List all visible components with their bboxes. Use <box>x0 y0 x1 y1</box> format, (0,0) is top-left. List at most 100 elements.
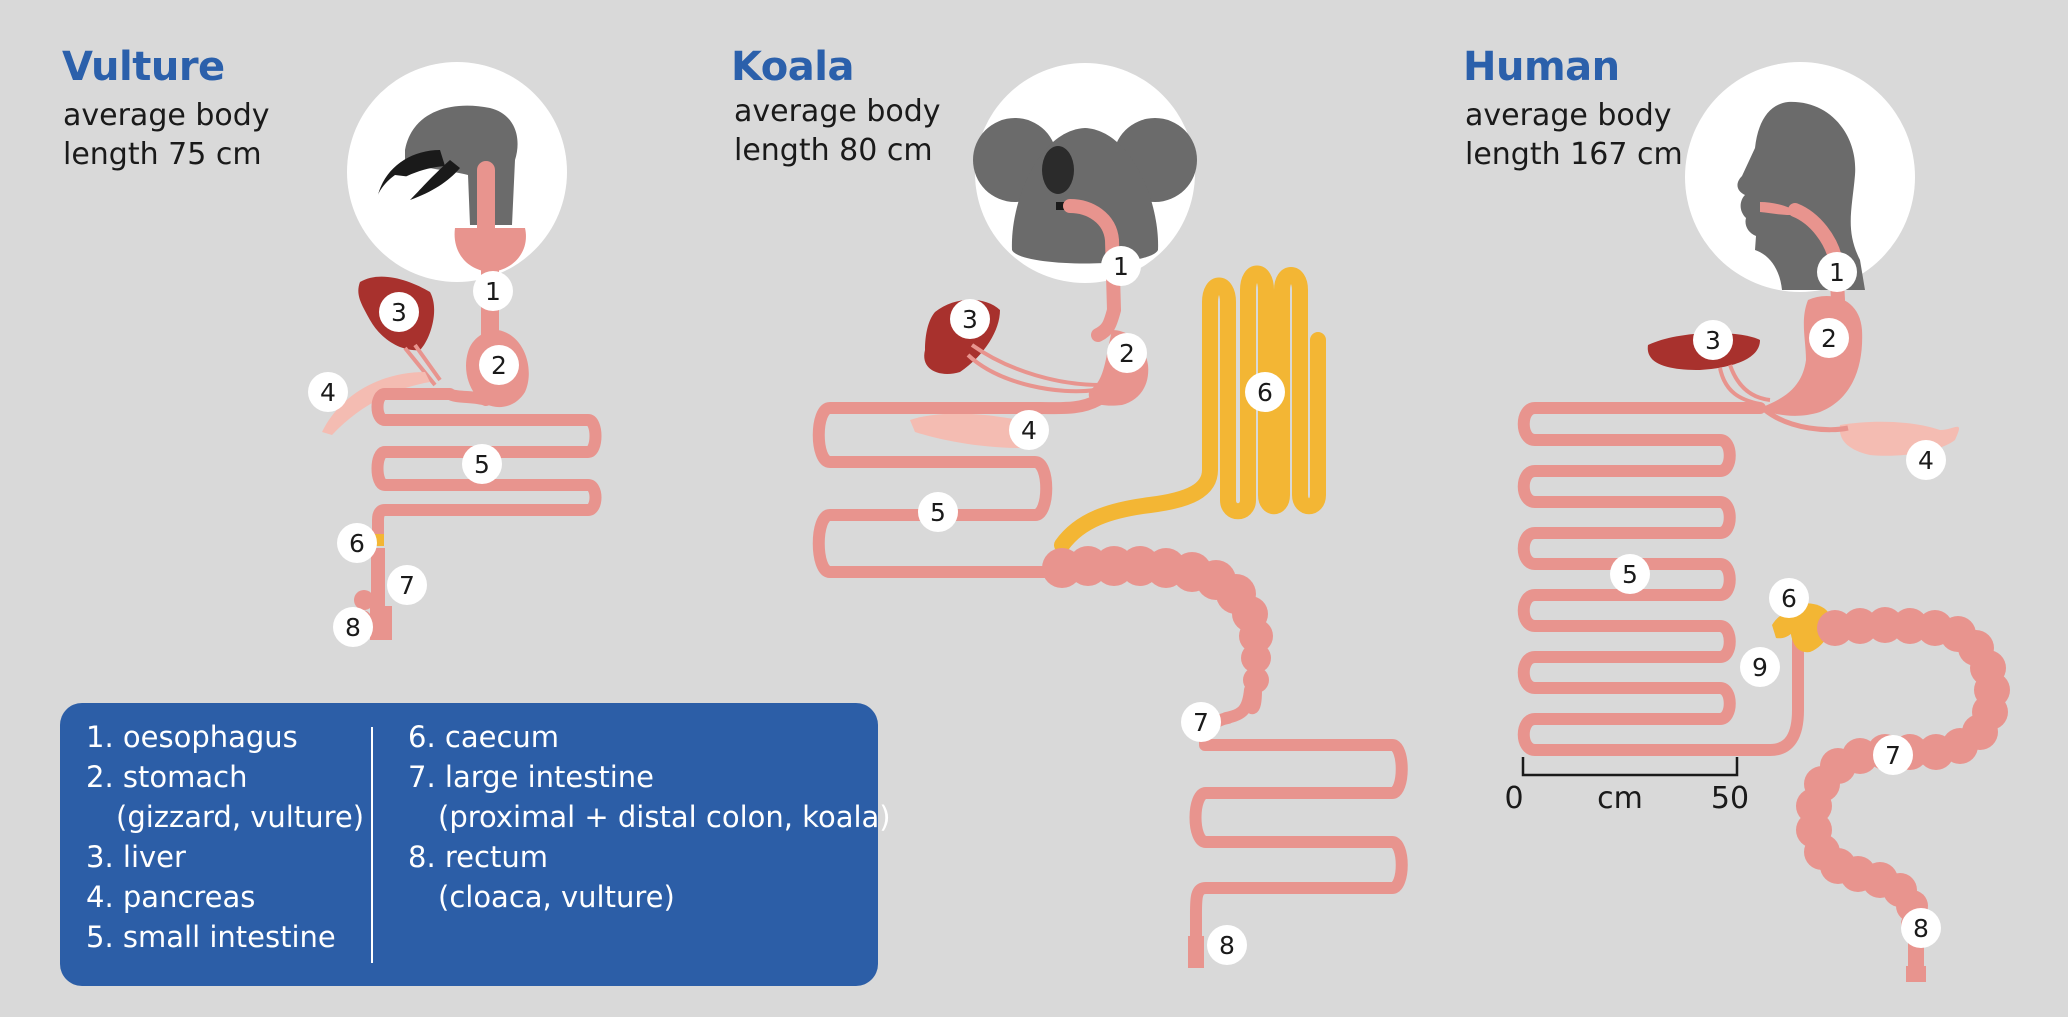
vulture-marker-8: 8 <box>333 607 373 647</box>
marker-label: 1 <box>1829 258 1845 287</box>
legend-divider <box>371 727 373 963</box>
vulture-diagram <box>322 62 602 640</box>
marker-circle <box>1181 702 1221 742</box>
koala-marker-6: 6 <box>1245 372 1285 412</box>
koala-large-intestine <box>1042 546 1273 693</box>
vulture-marker-5: 5 <box>462 444 502 484</box>
marker-circle <box>462 444 502 484</box>
legend-item: 3. liver <box>86 840 186 874</box>
marker-label: 3 <box>1705 326 1721 355</box>
scale-bar: 0 cm 50 <box>1504 757 1749 816</box>
human-caecum <box>1789 603 1831 653</box>
legend-item: 7. large intestine <box>408 760 655 794</box>
marker-circle <box>1769 578 1809 618</box>
marker-circle <box>1740 647 1780 687</box>
marker-label: 4 <box>320 378 336 407</box>
vulture-cloaca <box>370 606 392 640</box>
marker-circle <box>950 299 990 339</box>
vulture-marker-6: 6 <box>337 523 377 563</box>
koala-subtitle: average body length 80 cm <box>734 92 941 170</box>
human-subtitle-line2: length 167 cm <box>1465 137 1683 172</box>
marker-circle <box>337 523 377 563</box>
legend-item: 6. caecum <box>408 720 560 754</box>
human-marker-3: 3 <box>1693 320 1733 360</box>
koala-distal-colon <box>1189 712 1408 946</box>
legend-item: 5. small intestine <box>86 920 336 954</box>
vulture-crop <box>454 228 526 272</box>
human-stomach <box>1760 295 1863 416</box>
koala-oesophagus <box>1063 199 1122 342</box>
human-title: Human <box>1463 44 1620 90</box>
marker-label: 7 <box>399 571 415 600</box>
marker-label: 3 <box>962 305 978 334</box>
koala-pancreas <box>910 413 1044 448</box>
human-marker-9: 9 <box>1740 647 1780 687</box>
marker-label: 9 <box>1752 653 1768 682</box>
vulture-small-intestine <box>371 388 602 544</box>
marker-circle <box>308 372 348 412</box>
vulture-subtitle: average body length 75 cm <box>63 96 270 174</box>
marker-label: 8 <box>1219 931 1235 960</box>
koala-subtitle-line2: length 80 cm <box>734 133 933 168</box>
vulture-subtitle-line2: length 75 cm <box>63 137 262 172</box>
marker-label: 1 <box>1113 252 1129 281</box>
marker-circle <box>1901 908 1941 948</box>
marker-circle <box>1245 372 1285 412</box>
marker-circle <box>379 292 419 332</box>
marker-circle <box>1009 410 1049 450</box>
marker-label: 7 <box>1885 741 1901 770</box>
marker-label: 4 <box>1021 416 1037 445</box>
marker-circle <box>1809 318 1849 358</box>
vulture-marker-3: 3 <box>379 292 419 332</box>
legend-item: 2. stomach <box>86 760 248 794</box>
koala-marker-4: 4 <box>1009 410 1049 450</box>
marker-label: 3 <box>391 298 407 327</box>
marker-label: 7 <box>1193 708 1209 737</box>
marker-label: 5 <box>1622 560 1638 589</box>
marker-label: 2 <box>1119 339 1135 368</box>
koala-bile-duct <box>966 343 1101 394</box>
scale-bar-end: 50 <box>1711 781 1749 816</box>
koala-diagram <box>812 63 1408 968</box>
marker-label: 2 <box>491 351 507 380</box>
human-marker-8: 8 <box>1901 908 1941 948</box>
koala-marker-7: 7 <box>1181 702 1221 742</box>
human-bile-duct <box>1718 364 1771 406</box>
koala-marker-2: 2 <box>1107 333 1147 373</box>
human-marker-1: 1 <box>1817 252 1857 292</box>
marker-label: 5 <box>930 498 946 527</box>
marker-label: 2 <box>1821 324 1837 353</box>
vulture-bile-duct <box>403 343 442 387</box>
human-marker-4: 4 <box>1906 440 1946 480</box>
human-marker-7: 7 <box>1873 735 1913 775</box>
scale-bar-start: 0 <box>1504 781 1523 816</box>
marker-label: 6 <box>1781 584 1797 613</box>
legend-item: 4. pancreas <box>86 880 256 914</box>
marker-label: 4 <box>1918 446 1934 475</box>
legend-item: 1. oesophagus <box>86 720 298 754</box>
marker-label: 6 <box>1257 378 1273 407</box>
koala-rectum <box>1188 936 1204 968</box>
scale-bar-unit: cm <box>1597 781 1643 816</box>
marker-circle <box>1101 246 1141 286</box>
marker-circle <box>1107 333 1147 373</box>
human-diagram: 0 cm 50 <box>1504 62 2010 982</box>
marker-circle <box>918 492 958 532</box>
koala-small-intestine <box>812 394 1104 578</box>
human-subtitle-line1: average body <box>1465 98 1672 133</box>
human-large-intestine <box>1796 607 2010 939</box>
marker-circle <box>1693 320 1733 360</box>
koala-title: Koala <box>731 44 854 90</box>
vulture-subtitle-line1: average body <box>63 98 270 133</box>
koala-marker-8: 8 <box>1207 925 1247 965</box>
vulture-marker-7: 7 <box>387 565 427 605</box>
marker-label: 5 <box>474 450 490 479</box>
marker-circle <box>1906 440 1946 480</box>
marker-circle <box>387 565 427 605</box>
koala-marker-1: 1 <box>1101 246 1141 286</box>
